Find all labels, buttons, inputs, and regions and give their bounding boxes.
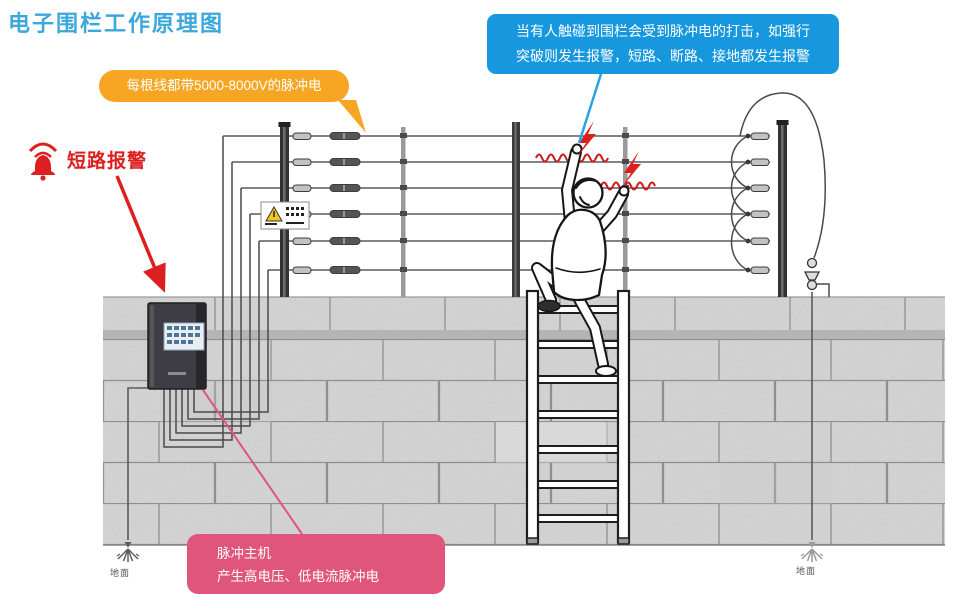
wire-end-loops (730, 92, 830, 297)
pulse-host-device (147, 302, 207, 390)
voltage-callout: 每根线都带5000-8000V的脉冲电 (99, 70, 349, 102)
device-keypad-screen (163, 322, 205, 351)
alarm-bell-icon (28, 142, 58, 181)
pulse-host-line1: 脉冲主机 (217, 546, 271, 561)
pulse-host-line2: 产生高电压、低电流脉冲电 (217, 569, 379, 584)
shoe (537, 299, 561, 313)
stone-wall (103, 296, 945, 546)
person-head (572, 177, 604, 209)
lightning-arrester (803, 257, 821, 291)
lightning-bolt-icon (577, 121, 641, 187)
page-title: 电子围栏工作原理图 (8, 11, 225, 36)
shock-warning-line1: 当有人触碰到围栏会受到脉冲电的打击，如强行 (516, 23, 810, 39)
feed-wires (163, 136, 269, 448)
ground-label-right: 地面 (796, 566, 817, 576)
ground-connections (127, 292, 813, 540)
shock-warning-line2: 突破则发生报警，短路、断路、接地都发生报警 (516, 48, 810, 64)
pulse-host-callout: 脉冲主机 产生高电压、低电流脉冲电 (187, 534, 445, 594)
electric-fence-warning-placard (260, 201, 310, 230)
short-circuit-alarm-label: 短路报警 (67, 151, 148, 172)
alarm-arrow (115, 175, 166, 293)
device-logo (168, 372, 186, 375)
bare-foot (595, 365, 617, 377)
climbing-person (531, 143, 630, 377)
shock-callout-pointer (577, 73, 603, 144)
post-clamps (400, 133, 629, 272)
insulators (292, 132, 770, 274)
host-callout-pointer (202, 389, 303, 535)
electric-fence (163, 92, 830, 448)
voltage-callout-tail (338, 100, 366, 133)
ground-label-left: 地面 (110, 568, 131, 578)
shock-warning-callout: 当有人触碰到围栏会受到脉冲电的打击，如强行 突破则发生报警，短路、断路、接地都发… (487, 14, 839, 74)
wire-junction-dots (745, 133, 751, 273)
